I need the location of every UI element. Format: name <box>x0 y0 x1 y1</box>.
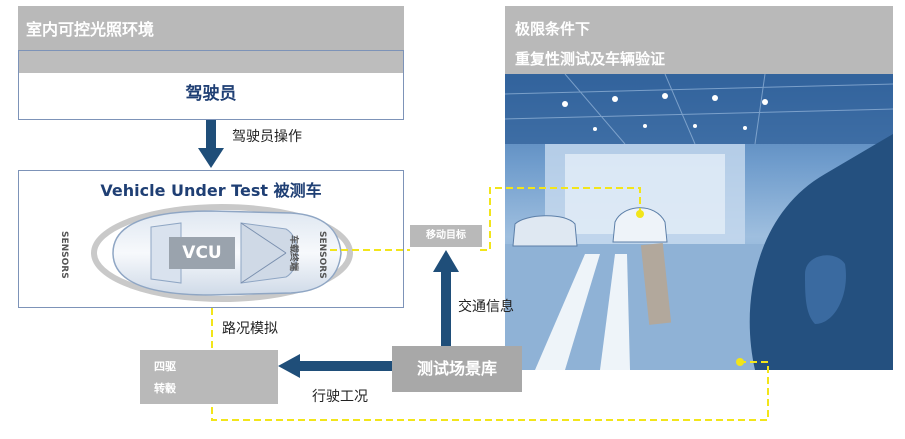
scenario-to-target-arrow <box>433 250 459 346</box>
driver-box-strip <box>19 51 403 73</box>
vut-title: Vehicle Under Test 被测车 <box>100 181 322 200</box>
road-sim-label: 路况模拟 <box>222 321 278 337</box>
vcu-chip: VCU <box>169 237 235 269</box>
right-header-line1: 极限条件下 <box>515 20 591 38</box>
four-wheel-line2: 转毂 <box>154 382 176 395</box>
right-header-line2: 重复性测试及车辆验证 <box>515 50 666 68</box>
driver-op-label: 驾驶员操作 <box>232 129 302 145</box>
test-hall-illustration <box>505 74 893 370</box>
four-wheel-line1: 四驱 <box>154 360 176 373</box>
left-header-text: 室内可控光照环境 <box>26 20 155 39</box>
driver-to-vut-arrow <box>198 120 224 168</box>
traffic-info-label: 交通信息 <box>458 299 514 315</box>
driving-cond-label: 行驶工况 <box>312 389 368 405</box>
four-wheel-box: 四驱 转毂 <box>140 350 278 404</box>
test-hall-photo <box>505 74 893 370</box>
moving-target-box: 移动目标 <box>410 225 482 247</box>
left-header: 室内可控光照环境 <box>18 6 404 50</box>
vcu-label: VCU <box>182 243 222 263</box>
scenario-db-label: 测试场景库 <box>416 359 497 378</box>
right-header: 极限条件下 重复性测试及车辆验证 <box>505 6 893 74</box>
moving-target-label: 移动目标 <box>426 230 466 241</box>
scenario-to-4wd-arrow <box>278 354 400 378</box>
vut-box: Vehicle Under Test 被测车 SENSORS SENSORS V… <box>18 170 404 308</box>
scenario-db-box: 测试场景库 <box>392 346 522 392</box>
driver-label: 驾驶员 <box>185 84 237 104</box>
driver-box: 驾驶员 <box>18 50 404 120</box>
